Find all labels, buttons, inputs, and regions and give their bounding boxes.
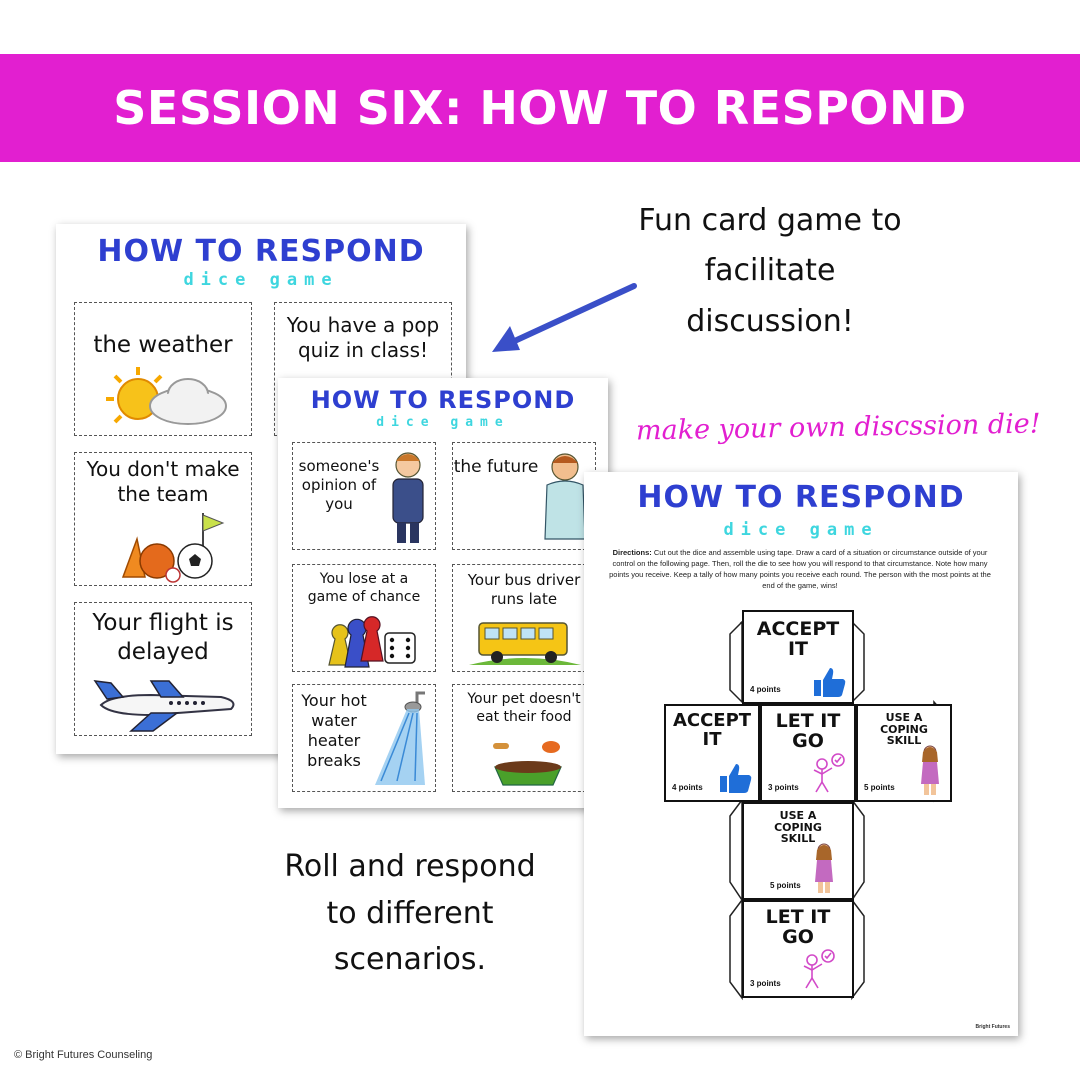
card-text: Your bus driver runs late: [467, 571, 581, 608]
card-text: You have a pop quiz in class!: [286, 313, 440, 362]
girl-thinking-icon: [921, 745, 939, 795]
face-label: LET IT GO: [775, 710, 841, 752]
sun-cloud-icon: [106, 367, 227, 425]
sheet-subtitle: dice game: [723, 520, 879, 540]
die-face-coping-skill-right: USE A COPING SKILL 5 points: [856, 704, 952, 802]
worksheet-front: HOW TO RESPOND dice game Directions: Cut…: [584, 472, 1018, 1036]
directions-text: Directions: Cut out the dice and assembl…: [604, 548, 996, 592]
directions-body: Cut out the dice and assemble using tape…: [609, 548, 991, 590]
face-points: 5 points: [864, 783, 895, 792]
sports-balls-icon: [121, 513, 225, 583]
face-label: USE A COPING SKILL: [880, 711, 928, 748]
card-text: Your pet doesn't eat their food: [467, 691, 581, 725]
letting-go-figure-icon: [813, 753, 845, 793]
callout-card-game: Fun card game to facilitate discussion!: [638, 203, 902, 339]
face-label: USE A COPING SKILL: [774, 809, 822, 846]
die-face-let-it-go-bottom: LET IT GO 3 points: [742, 900, 854, 998]
face-points: 3 points: [768, 783, 799, 792]
scenario-card-bus: Your bus driver runs late: [452, 564, 596, 672]
card-text: You lose at a game of chance: [307, 571, 421, 605]
banner-title: SESSION SIX: HOW TO RESPOND: [113, 81, 967, 135]
nervous-boy-icon: [544, 453, 586, 540]
scenario-card-game-of-chance: You lose at a game of chance: [292, 564, 436, 672]
card-text: Your flight is delayed: [92, 610, 234, 665]
worksheet-middle: HOW TO RESPOND dice game someone's opini…: [278, 378, 608, 808]
card-text: the future: [453, 457, 539, 477]
sheet-title: HOW TO RESPOND: [310, 386, 576, 414]
sheet-subtitle: dice game: [183, 270, 339, 290]
face-points: 4 points: [672, 783, 703, 792]
directions-label: Directions:: [612, 548, 652, 557]
card-text: Your hot water heater breaks: [301, 691, 367, 770]
card-text: someone's opinion of you: [298, 457, 380, 513]
school-bus-icon: [469, 622, 581, 665]
airplane-icon: [93, 680, 235, 732]
face-label: ACCEPT IT: [756, 618, 840, 660]
scenario-card-team: You don't make the team: [74, 452, 252, 586]
face-points: 3 points: [750, 979, 781, 988]
scenario-card-water-heater: Your hot water heater breaks: [292, 684, 436, 792]
face-points: 5 points: [770, 881, 801, 890]
worried-boy-icon: [392, 452, 424, 543]
scenario-card-pet: Your pet doesn't eat their food: [452, 684, 596, 792]
thumbs-up-icon: [720, 764, 752, 793]
callout-make-die: make your own discssion die!: [635, 408, 1041, 447]
scenario-card-opinion: someone's opinion of you: [292, 442, 436, 550]
letting-go-figure-icon: [803, 949, 835, 989]
face-label: LET IT GO: [765, 906, 831, 948]
sheet-title: HOW TO RESPOND: [637, 480, 965, 515]
girl-thinking-icon: [815, 843, 833, 893]
scenario-card-weather: the weather: [74, 302, 252, 436]
die-face-accept-it-top: ACCEPT IT 4 points: [742, 610, 854, 704]
pet-bowl-icon: [493, 741, 562, 786]
die-face-coping-skill-bottom: USE A COPING SKILL 5 points: [742, 802, 854, 900]
sheet-subtitle: dice game: [376, 415, 510, 430]
brand-mark: Bright Futures: [975, 1024, 1010, 1030]
scenario-card-future: the future: [452, 442, 596, 550]
thumbs-up-icon: [814, 668, 846, 697]
callout-roll: Roll and respond to different scenarios.: [284, 849, 536, 977]
arrow-icon: [492, 283, 637, 352]
face-label: ACCEPT IT: [672, 710, 752, 750]
scenario-card-flight: Your flight is delayed: [74, 602, 252, 736]
die-face-accept-it-left: ACCEPT IT 4 points: [664, 704, 760, 802]
title-banner: SESSION SIX: HOW TO RESPOND: [0, 54, 1080, 162]
face-points: 4 points: [750, 685, 781, 694]
game-pieces-icon: [328, 616, 416, 668]
copyright-footer: © Bright Futures Counseling: [14, 1049, 153, 1061]
die-face-let-it-go-center: LET IT GO 3 points: [760, 704, 856, 802]
sheet-title: HOW TO RESPOND: [97, 234, 425, 269]
shower-head-icon: [375, 691, 425, 785]
card-text: the weather: [93, 332, 233, 358]
card-text: You don't make the team: [86, 457, 240, 506]
